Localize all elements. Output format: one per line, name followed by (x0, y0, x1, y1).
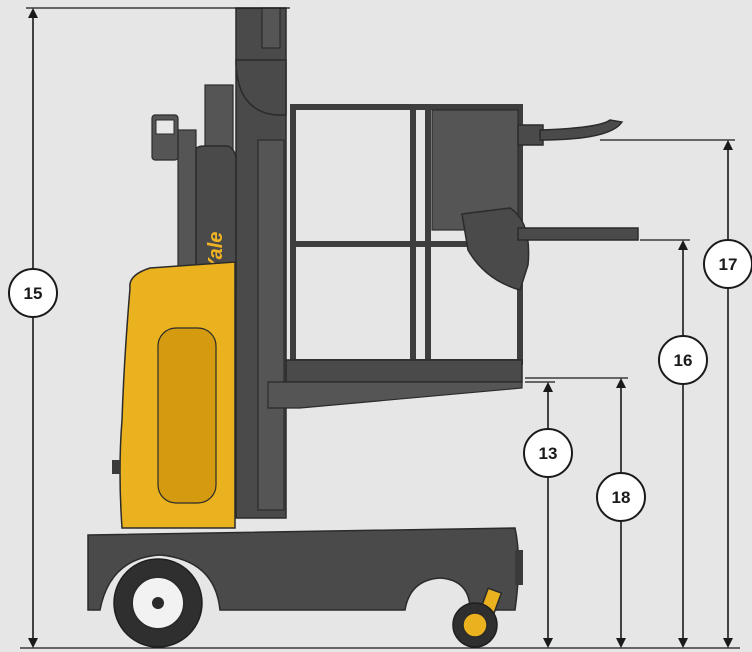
dimension-lines (20, 7, 740, 649)
light-lens (155, 119, 175, 135)
chassis-end-plate (515, 550, 523, 585)
dim-15-arrow-top (28, 8, 38, 18)
cab-door-panel (157, 327, 217, 504)
badge-17-circle (703, 239, 752, 289)
mast-top-cap (261, 7, 281, 49)
operator-column: Yale (195, 145, 237, 291)
dim-17-arrow-top (723, 140, 733, 150)
drive-wheel-axle (152, 597, 164, 609)
platform-cage (267, 104, 639, 409)
badge-15: 15 (8, 268, 58, 318)
badge-17: 17 (703, 239, 752, 289)
badge-18-circle (596, 472, 646, 522)
chassis (87, 527, 523, 611)
badge-18: 18 (596, 472, 646, 522)
brand-logo: Yale (205, 232, 227, 272)
platform-underside (267, 381, 523, 409)
yellow-cab (112, 261, 236, 529)
badge-13-circle (523, 428, 573, 478)
badge-16: 16 (658, 335, 708, 385)
dim-17-arrow-bottom (723, 638, 733, 648)
caster-wheel (452, 587, 503, 648)
dim-18-arrow-top (616, 378, 626, 388)
dim-18-arrow-bottom (616, 638, 626, 648)
dim-13-arrow-bottom (543, 638, 553, 648)
dim-16-arrow-top (678, 240, 688, 250)
badge-17-label: 17 (719, 255, 738, 274)
operator-console (461, 207, 530, 291)
chassis-body (87, 527, 520, 611)
dim-16-arrow-bottom (678, 638, 688, 648)
badge-16-label: 16 (674, 351, 693, 370)
platform-floor (285, 359, 523, 383)
dim-15-arrow-bottom (28, 638, 38, 648)
side-handle (112, 460, 120, 474)
badge-15-label: 15 (24, 284, 43, 303)
accessory-tray (539, 119, 624, 141)
top-light-assembly (151, 114, 179, 161)
mast-carriage-track (257, 139, 285, 511)
badge-16-circle (658, 335, 708, 385)
operator-column-body (195, 145, 237, 291)
badge-18-label: 18 (612, 488, 631, 507)
badge-13-label: 13 (539, 444, 558, 463)
order-picker-truck: Yale (87, 7, 639, 648)
work-shelf (517, 227, 639, 241)
drive-wheel (113, 558, 203, 648)
dimension-badges: 15 13 18 16 17 (8, 239, 752, 522)
badge-13: 13 (523, 428, 573, 478)
caster-hub (462, 612, 488, 638)
mast-top-hood (235, 59, 287, 116)
badge-15-circle (8, 268, 58, 318)
dim-13-arrow-top (543, 382, 553, 392)
